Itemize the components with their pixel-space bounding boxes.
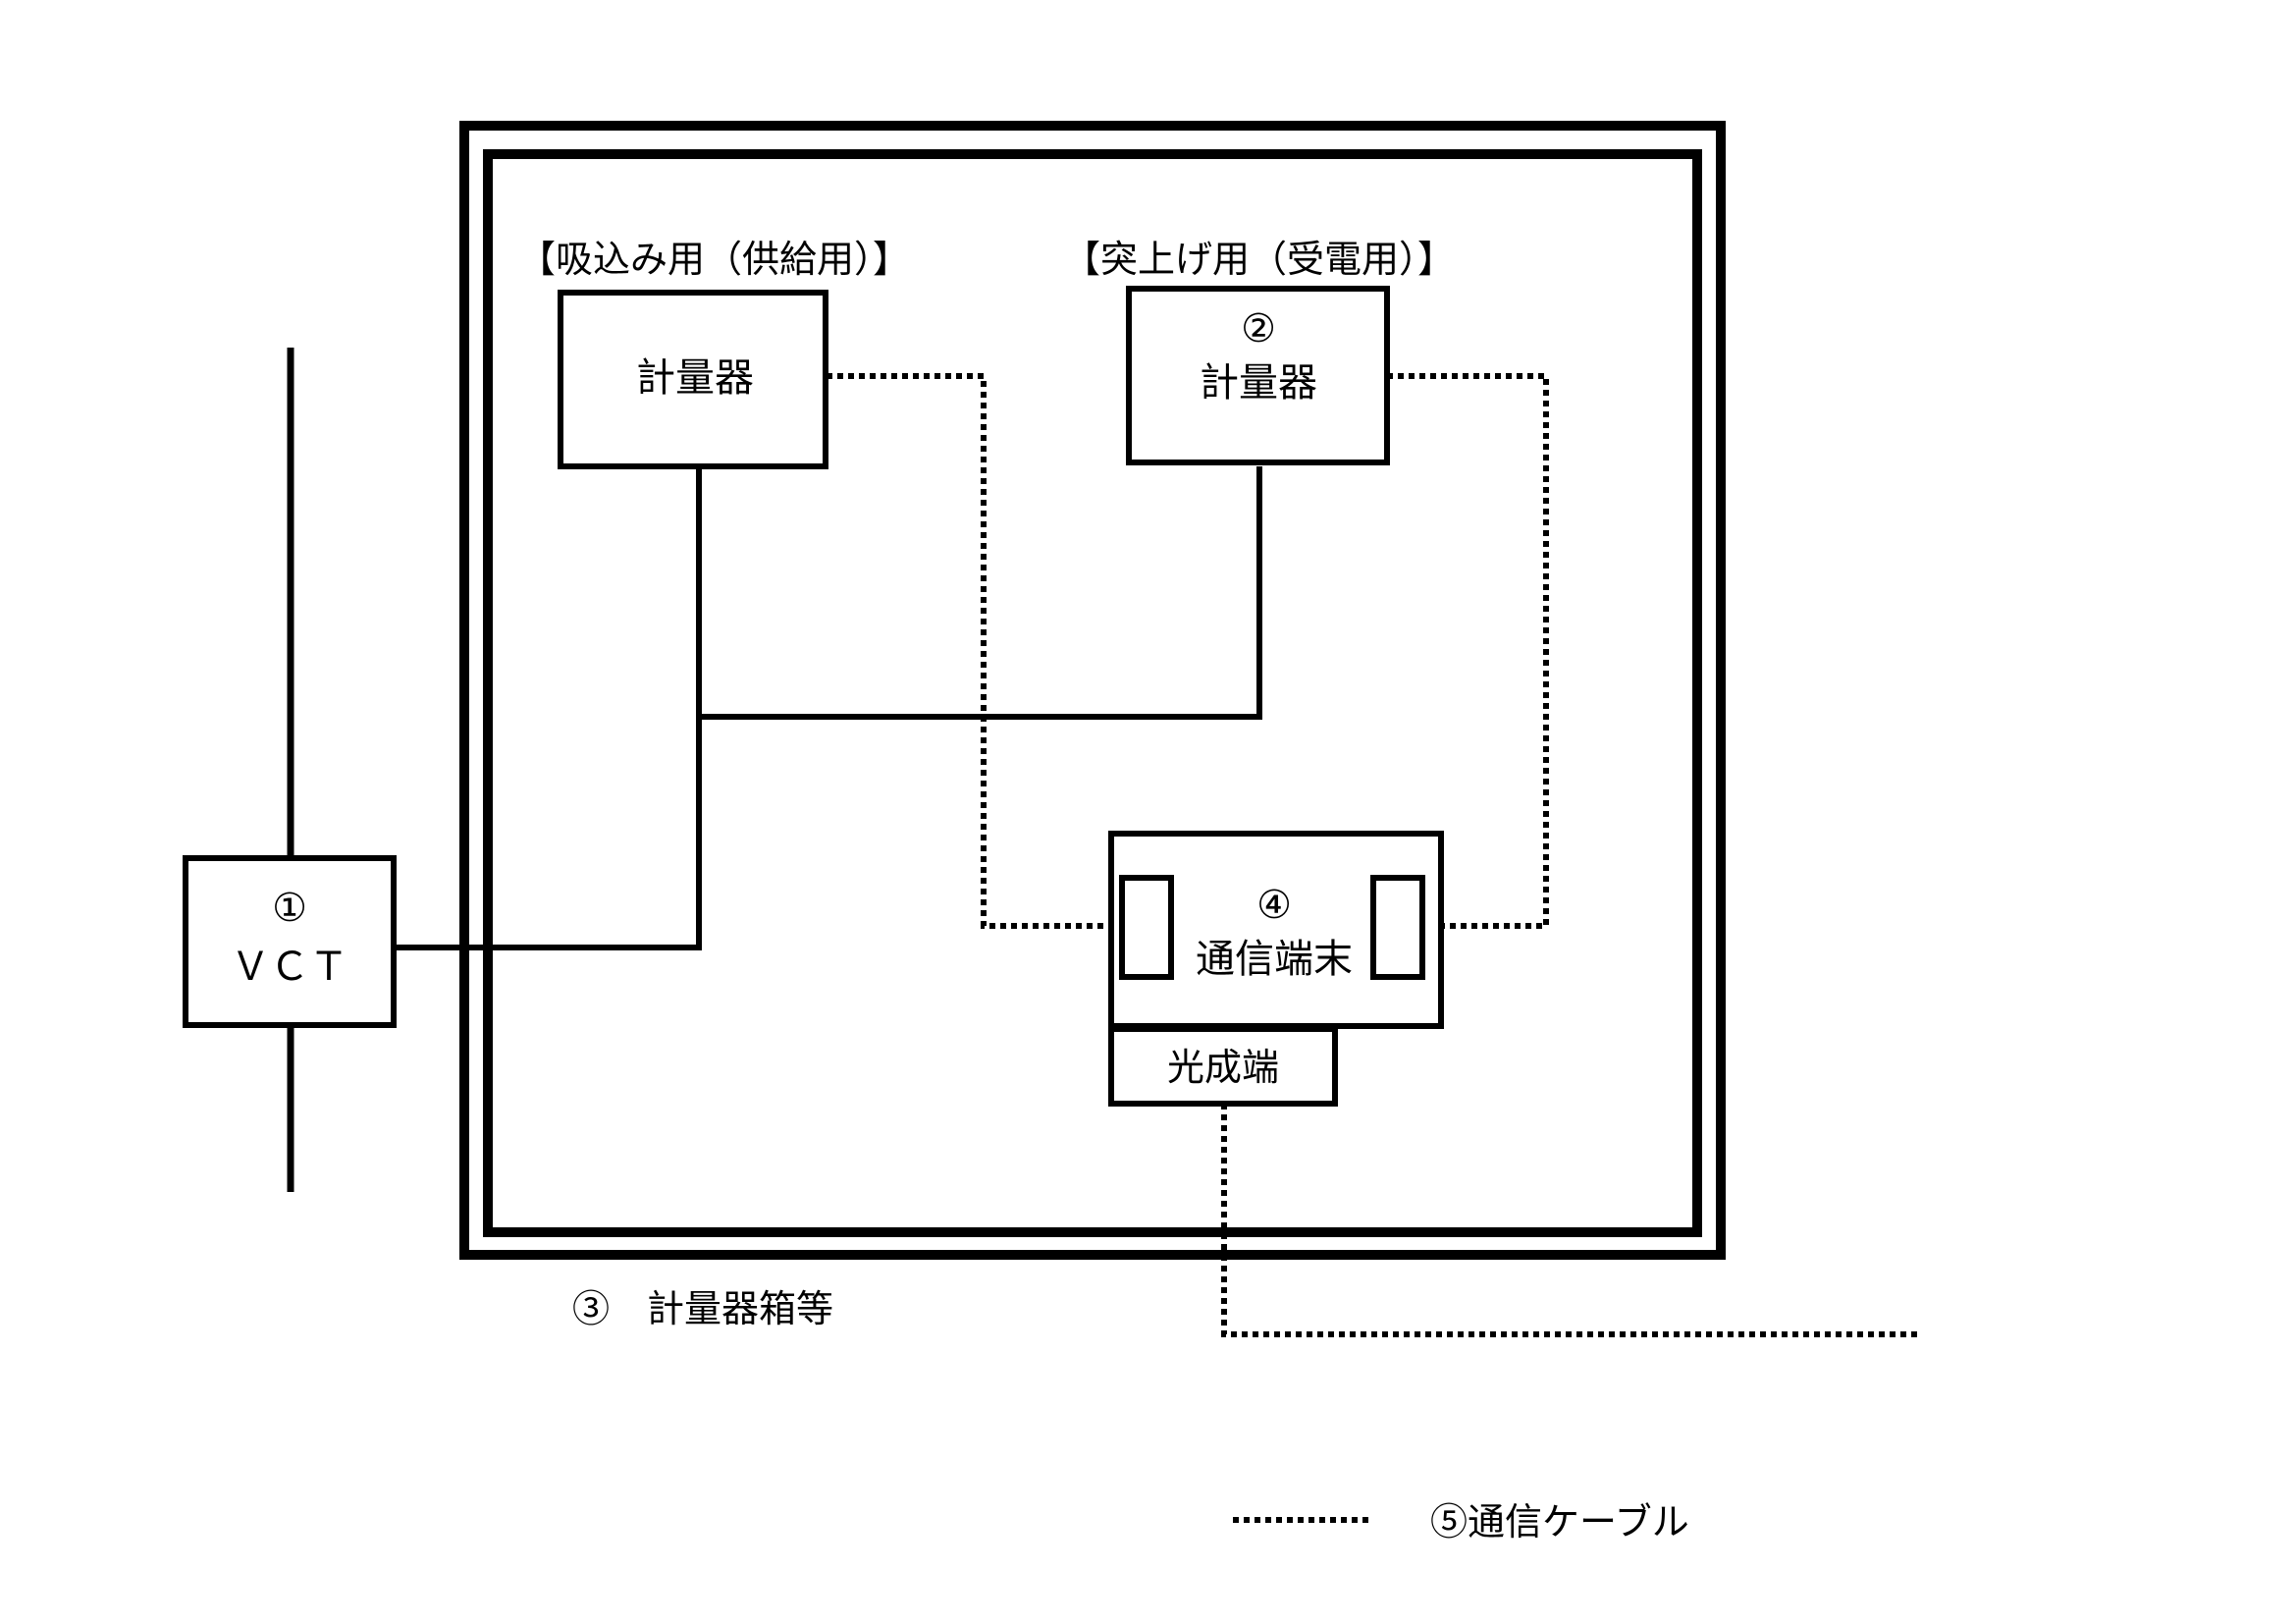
- optical-terminal-box: [1108, 1026, 1338, 1107]
- terminal-left-port: [1119, 875, 1174, 980]
- terminal-right-port: [1370, 875, 1425, 980]
- legend-cable-label: ⑤通信ケーブル: [1430, 1500, 1689, 1543]
- legend: ⑤通信ケーブル: [1233, 1500, 1689, 1543]
- receive-meter-label: 計量器: [1200, 360, 1317, 406]
- terminal-label: 通信端末: [1196, 937, 1353, 982]
- optical-terminal-label: 光成端: [1167, 1046, 1279, 1089]
- receive-heading: 【突上げ用（受電用）】: [1063, 238, 1455, 281]
- supply-meter-box: [558, 290, 828, 469]
- receive-meter: ② 計量器: [1126, 286, 1390, 465]
- supply-meter-label: 計量器: [636, 355, 754, 401]
- meter-box: [459, 121, 1726, 1260]
- terminal-number: ④: [1256, 883, 1292, 928]
- meter-box-caption: ③ 計量器箱等: [572, 1287, 833, 1330]
- communication-cable-lines: [827, 373, 1919, 1337]
- vct-to-supply-meter-wire: [394, 466, 702, 950]
- supply-heading: 【吸込み用（供給用）】: [518, 238, 910, 281]
- receive-meter-box: [1126, 286, 1390, 465]
- vct: ① ＶＣＴ: [183, 855, 397, 1028]
- meter-wiring: [394, 466, 1262, 950]
- optical-terminal: 光成端: [1108, 1026, 1338, 1107]
- supply-meter: 計量器: [558, 290, 828, 469]
- vct-label: ＶＣＴ: [231, 945, 348, 990]
- meter-box-outer-border: [459, 121, 1726, 1260]
- meter-box-inner-border: [483, 149, 1702, 1237]
- vct-number: ①: [272, 886, 307, 931]
- communication-terminal: ④ 通信端末: [1108, 831, 1444, 1029]
- vct-box: [183, 855, 397, 1028]
- supply-meter-comm-line: [827, 373, 1122, 929]
- optical-terminal-comm-line: [1221, 1104, 1919, 1337]
- receive-meter-branch-wire: [699, 466, 1262, 720]
- receive-meter-comm-line: [1387, 373, 1549, 929]
- receive-meter-number: ②: [1241, 306, 1276, 352]
